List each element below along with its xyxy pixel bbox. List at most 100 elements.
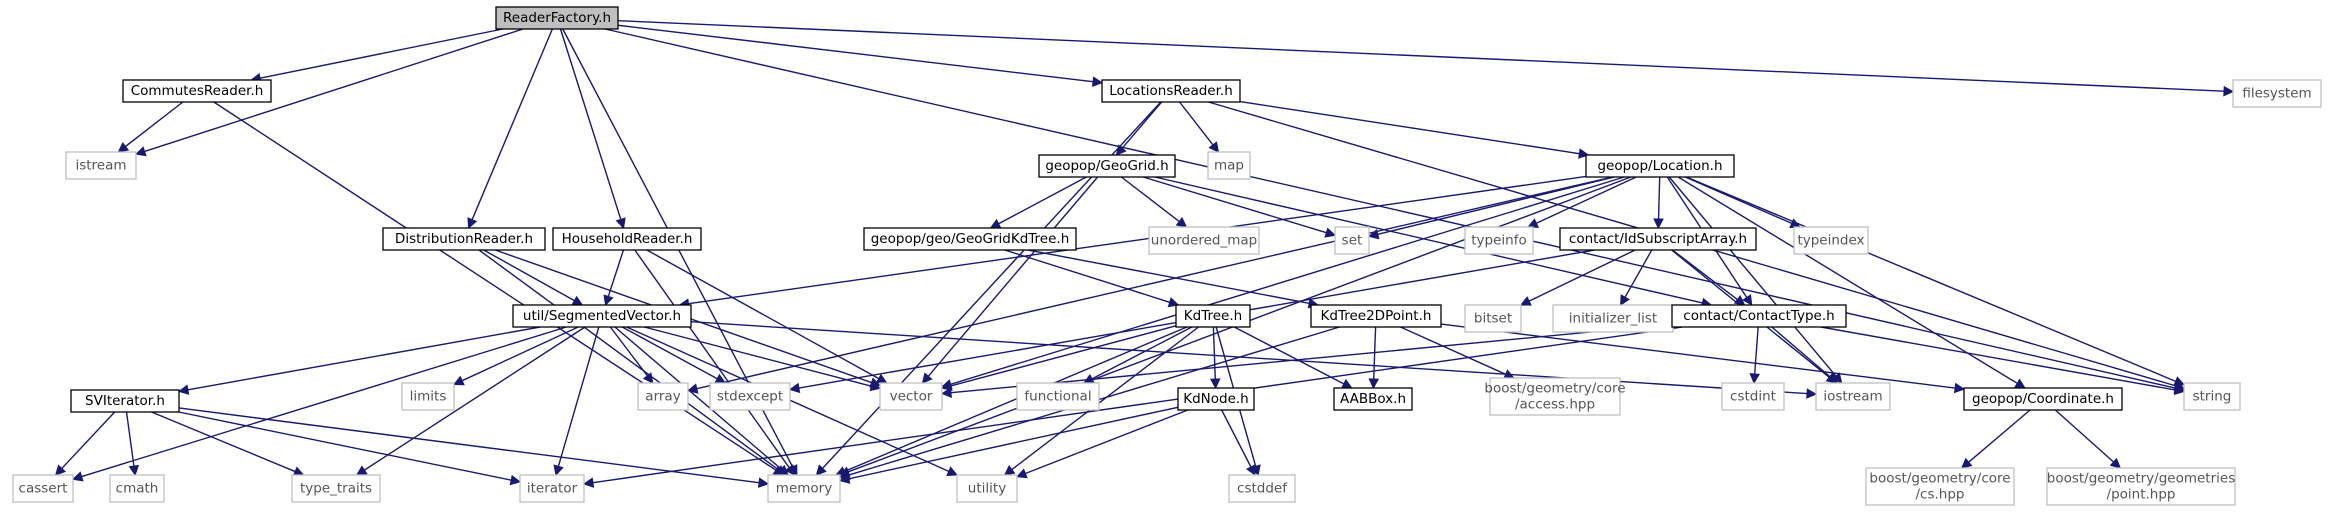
edge-arrowhead [71,471,84,482]
edge-arrowhead [1208,141,1220,153]
node-cstddef: cstddef [1228,474,1296,503]
node-reader-factory[interactable]: ReaderFactory.h [495,6,619,30]
node-box [1148,226,1260,255]
node-sviterator[interactable]: SVIterator.h [70,389,180,413]
node-label: initializer_list [1569,311,1657,327]
node-location[interactable]: geopop/Location.h [1585,154,1735,178]
node-box [109,474,165,503]
node-segmented-vector[interactable]: util/SegmentedVector.h [512,304,692,328]
node-geo-grid-kd-tree[interactable]: geopop/geo/GeoGridKdTree.h [863,227,1077,251]
edge-line [178,407,760,484]
node-set: set [1334,226,1370,255]
edge-arrowhead [1324,227,1337,238]
edge-line [61,411,116,469]
edge-arrowhead [1960,457,1973,469]
edge-arrowhead [1245,464,1256,476]
node-cs: boost/geometry/core/cs.hpp [1865,467,2015,506]
edge-arrowhead [1749,373,1761,385]
edge-line [1212,326,1216,380]
edge-arrowhead [553,464,564,477]
node-label: geopop/Location.h [1597,158,1722,174]
edge-sviterator-to-cmath [125,411,140,477]
edge-arrowhead [452,375,465,386]
edge-contact-type-to-string [1820,326,2186,396]
node-coordinate[interactable]: geopop/Coordinate.h [1963,387,2123,411]
node-box [2183,382,2241,411]
edge-line [644,326,872,387]
edge-line [1672,249,1738,301]
edge-line [483,249,575,302]
edge-line [614,326,782,470]
node-kd-node[interactable]: KdNode.h [1177,387,1255,411]
node-label: boost/geometry/core [1869,471,2010,487]
edge-location-to-id-subscript-array [1653,176,1664,230]
edge-segmented-vector-to-array [609,326,654,384]
node-box [1207,151,1251,180]
node-cassert: cassert [12,474,74,503]
node-label: cassert [19,481,68,497]
node-array: array [637,382,689,411]
node-kd-tree[interactable]: KdTree.h [1175,304,1251,328]
edge-arrowhead [2014,378,2026,389]
edge-line [607,249,625,297]
edge-line [1179,101,1214,146]
edge-line [81,326,567,478]
edge-arrowhead [1519,296,1532,306]
edge-line [688,175,1587,305]
node-label: cmath [116,481,159,497]
node-id-subscript-array[interactable]: contact/IdSubscriptArray.h [1559,227,1757,251]
node-functional: functional [1016,382,1100,411]
edge-line [151,411,296,473]
edge-line [1677,176,2018,384]
edge-arrowhead [467,217,478,230]
node-vector: vector [879,382,943,411]
edge-arrowhead [2173,376,2186,387]
edge-arrowhead [1209,378,1221,390]
edge-location-to-string [1686,176,2186,387]
edge-line [646,249,880,380]
node-geo-grid[interactable]: geopop/GeoGrid.h [1038,154,1176,178]
node-label: unordered_map [1151,233,1257,249]
edge-line [950,323,1673,394]
node-locations-reader[interactable]: LocationsReader.h [1101,79,1241,103]
edge-arrowhead [757,477,770,488]
node-label: /cs.hpp [1916,487,1965,503]
edge-arrowhead [615,217,626,230]
node-label: iterator [527,481,578,497]
edge-arrowhead [2109,457,2122,469]
node-bitset: bitset [1464,304,1522,333]
node-distribution-reader[interactable]: DistributionReader.h [382,227,546,251]
node-box [291,474,381,503]
node-box [1016,382,1100,411]
edge-line [1154,176,1703,304]
node-aabbox[interactable]: AABBox.h [1333,387,1413,411]
edge-line [213,101,777,471]
node-initializer-list: initializer_list [1552,304,1674,333]
node-box [1333,387,1413,411]
edge-arrowhead [134,146,147,157]
node-contact-type[interactable]: contact/ContactType.h [1671,304,1847,328]
edge-arrowhead [1015,468,1028,479]
edge-location-to-coordinate [1677,176,2026,389]
edge-line [1528,249,1636,302]
node-box [1038,154,1176,178]
node-box [1464,304,1522,333]
node-label: LocationsReader.h [1109,83,1233,99]
edge-line [950,325,1177,387]
node-label: array [645,389,680,405]
node-cmath: cmath [109,474,165,503]
node-label: filesystem [2242,86,2311,102]
node-box [12,474,74,503]
node-box [1815,382,1891,411]
edge-reader-factory-to-commutes-reader [250,28,503,84]
edge-line [1400,326,1506,375]
node-household-reader[interactable]: HouseholdReader.h [552,227,702,251]
node-label: HouseholdReader.h [562,231,693,247]
node-kd-tree2-dpoint[interactable]: KdTree2DPoint.h [1310,304,1442,328]
node-commutes-reader[interactable]: CommutesReader.h [122,79,272,103]
node-box [122,79,272,103]
node-label: vector [890,389,933,405]
node-label: /point.hpp [2107,487,2176,503]
